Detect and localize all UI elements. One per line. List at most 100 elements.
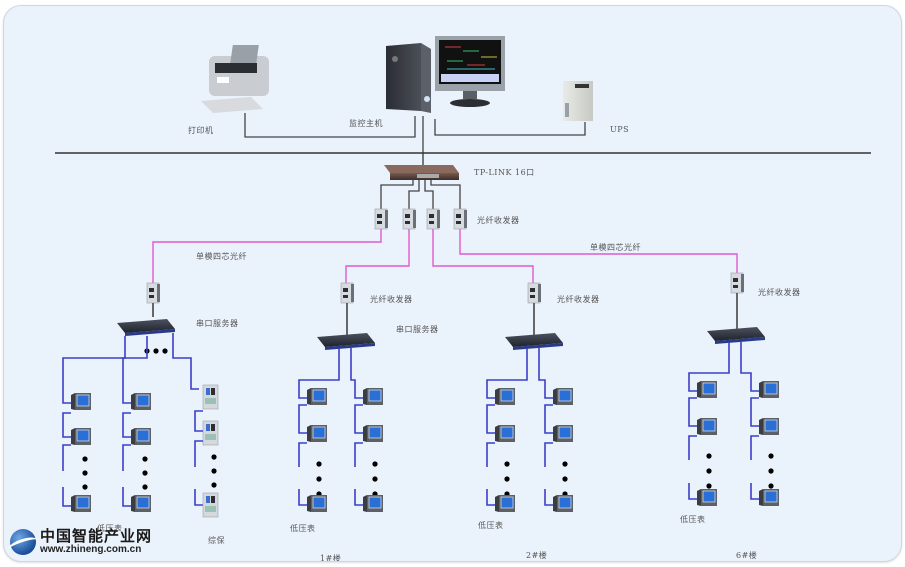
serial-server-icon <box>707 327 765 344</box>
ellipsis-dot <box>372 476 378 482</box>
ups-icon <box>563 81 593 121</box>
rs485-link <box>750 483 759 500</box>
ellipsis-dot <box>316 461 322 467</box>
host-computer-icon <box>386 43 431 113</box>
fiber-cable-label-left: 单模四芯光纤 <box>196 252 247 261</box>
power-meter-icon <box>71 495 91 512</box>
branch-building-1 <box>298 282 383 512</box>
serial-server-label-b1: 串口服务器 <box>396 325 439 334</box>
fiber-transceiver-label: 光纤收发器 <box>477 216 520 225</box>
branch-left <box>62 282 219 518</box>
rs485-link <box>298 489 307 506</box>
branch-building-6 <box>688 272 779 506</box>
rs485-link <box>194 489 203 506</box>
rs485-link <box>486 348 528 399</box>
rs485-link <box>122 487 131 507</box>
rs485-link <box>298 442 307 467</box>
diagram-frame: 打印机 监控主机 UPS TP-LINK 16口 光纤收发器 单模四芯光纤 单模… <box>3 5 902 562</box>
power-meter-icon <box>363 388 383 405</box>
ellipsis-dot <box>82 484 88 490</box>
rs485-link <box>122 346 148 404</box>
rs485-link <box>538 348 553 399</box>
ellipsis-dot <box>142 484 148 490</box>
ellipsis-dot <box>82 470 88 476</box>
ellipsis-dot <box>562 461 568 467</box>
rs485-link <box>688 435 697 460</box>
ellipsis-dot <box>153 348 159 354</box>
ups-label: UPS <box>610 125 630 134</box>
ellipsis-dot <box>211 468 217 474</box>
rs485-link <box>544 404 553 434</box>
power-meter-icon <box>495 425 515 442</box>
fiber-transceiver-icon <box>402 208 416 230</box>
globe-icon <box>10 529 36 555</box>
topology-diagram <box>55 36 871 518</box>
power-meter-icon <box>363 495 383 512</box>
fiber-transceiver-icon <box>146 282 160 304</box>
ellipsis-dot <box>142 470 148 476</box>
rs485-link <box>62 444 71 471</box>
switch-label: TP-LINK 16口 <box>474 168 535 177</box>
top-ethernet-links <box>244 113 586 153</box>
power-meter-icon <box>307 425 327 442</box>
transceiver-label-b2: 光纤收发器 <box>557 295 600 304</box>
power-meter-icon <box>553 495 573 512</box>
rs485-link <box>544 442 553 467</box>
rs485-link <box>688 483 697 500</box>
power-meter-icon <box>759 381 779 398</box>
fiber-cable-label-right: 单模四芯光纤 <box>590 243 641 252</box>
rs485-link <box>62 487 71 507</box>
fiber-transceiver-icon <box>453 208 467 230</box>
rs485-link <box>688 397 697 427</box>
rs485-link <box>122 444 131 471</box>
power-meter-icon <box>553 388 573 405</box>
fiber-transceiver-icon <box>527 282 541 304</box>
protection-relay-icon <box>202 492 219 518</box>
rs485-link <box>750 435 759 460</box>
rs485-link <box>740 342 759 392</box>
watermark-url: www.zhineng.com.cn <box>40 544 142 555</box>
ellipsis-dot <box>562 476 568 482</box>
power-meter-icon <box>363 425 383 442</box>
ellipsis-dot <box>706 453 712 459</box>
protection-relay-icon <box>202 420 219 446</box>
switch-to-transceivers <box>380 180 461 209</box>
rs485-link <box>298 404 307 434</box>
ellipsis-dot <box>706 468 712 474</box>
power-meter-icon <box>495 388 515 405</box>
meter-label-b6: 低压表 <box>680 515 706 524</box>
fiber-transceiver-icon <box>730 272 744 294</box>
rs485-link <box>544 489 553 506</box>
power-meter-icon <box>697 489 717 506</box>
rs485-link <box>354 442 363 467</box>
ellipsis-dot <box>768 483 774 489</box>
serial-server-label-left: 串口服务器 <box>196 319 239 328</box>
host-label: 监控主机 <box>349 119 383 128</box>
ellipsis-dot <box>768 453 774 459</box>
meter-label-b1: 低压表 <box>290 524 316 533</box>
rs485-link <box>486 442 495 467</box>
protection-relay-icon <box>202 384 219 410</box>
power-meter-icon <box>307 495 327 512</box>
fiber-transceiver-icon <box>374 208 388 230</box>
fiber-transceiver-icon <box>426 208 440 230</box>
printer-label: 打印机 <box>188 126 214 135</box>
printer-icon <box>201 45 269 113</box>
power-meter-icon <box>697 381 717 398</box>
fiber-transceiver-icon <box>340 282 354 304</box>
rs485-link <box>194 410 203 432</box>
building-label-1: 1#楼 <box>320 554 342 562</box>
building-label-6: 6#楼 <box>736 551 758 560</box>
meter-label-b2: 低压表 <box>478 521 504 530</box>
ellipsis-dot <box>372 461 378 467</box>
building-label-2: 2#楼 <box>526 551 548 560</box>
rs485-link <box>298 348 340 399</box>
meter-label-left: 低压表 <box>97 524 123 533</box>
power-meter-icon <box>759 489 779 506</box>
rs485-link <box>354 404 363 434</box>
transceiver-label-b1: 光纤收发器 <box>370 295 413 304</box>
rs485-link <box>122 412 131 438</box>
rs485-link <box>354 489 363 506</box>
rs485-link <box>486 404 495 434</box>
serial-server-icon <box>117 319 175 336</box>
